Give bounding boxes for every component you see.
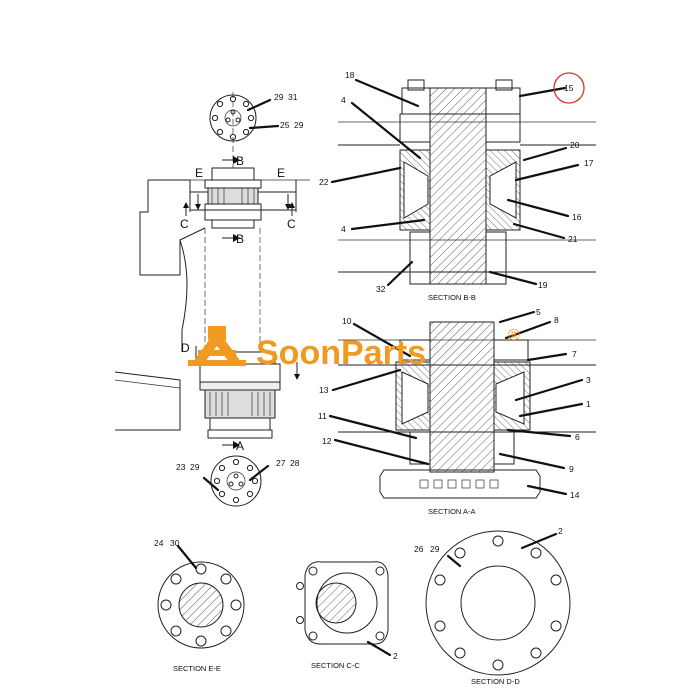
callout-labels: 29 31 25 29 18 4 15 20 17 22 16 4 21 32 … xyxy=(154,70,594,661)
callout-label: 29 xyxy=(430,544,440,554)
callout-label: 1 xyxy=(586,399,591,409)
callout-label: 27 xyxy=(276,458,286,468)
callout-label: 11 xyxy=(318,411,327,421)
cut-plane-letters: B B E E C C D A xyxy=(180,154,296,453)
callout-label: 20 xyxy=(570,140,580,150)
callout-label: 19 xyxy=(538,280,548,290)
callout-label: 8 xyxy=(554,315,559,325)
registered-mark: ® xyxy=(508,327,520,344)
highlight-ring xyxy=(553,72,585,104)
callout-label: 2 xyxy=(393,651,398,661)
callout-label: 3 xyxy=(586,375,591,385)
cut-letter: D xyxy=(181,341,190,355)
section-title: SECTION D-D xyxy=(471,677,520,686)
callout-label: 5 xyxy=(536,307,541,317)
cut-letter: E xyxy=(195,166,203,180)
callout-label: 7 xyxy=(572,349,577,359)
cut-letter: E xyxy=(277,166,285,180)
brand-watermark: SoonParts ® xyxy=(188,326,520,372)
callout-label: 10 xyxy=(342,316,352,326)
callout-label: 4 xyxy=(341,224,346,234)
callout-label: 9 xyxy=(569,464,574,474)
callout-label: 30 xyxy=(170,538,180,548)
callout-label: 18 xyxy=(345,70,355,80)
callout-label: 23 xyxy=(176,462,186,472)
cut-letter: A xyxy=(236,439,244,453)
callout-label: 2 xyxy=(558,526,563,536)
callout-label: 13 xyxy=(319,385,329,395)
section-b-b-drawing xyxy=(338,79,596,285)
callout-label: 28 xyxy=(290,458,300,468)
callout-label: 14 xyxy=(570,490,580,500)
callout-label: 21 xyxy=(568,234,578,244)
section-title: SECTION C-C xyxy=(311,661,360,670)
callout-label: 29 xyxy=(190,462,200,472)
callout-label: 29 xyxy=(274,92,284,102)
cut-letter: B xyxy=(236,232,244,246)
brand-name: SoonParts xyxy=(256,334,426,372)
callout-label: 29 xyxy=(294,120,304,130)
callout-label: 24 xyxy=(154,538,164,548)
callout-label: 22 xyxy=(319,177,329,187)
callout-label: 25 xyxy=(280,120,290,130)
callout-label: 6 xyxy=(575,432,580,442)
section-title: SECTION B-B xyxy=(428,293,476,302)
section-c-c-drawing xyxy=(296,561,389,645)
section-e-e-drawing xyxy=(157,561,245,649)
callout-label: 32 xyxy=(376,284,386,294)
section-a-a-drawing xyxy=(338,321,596,499)
section-titles: SECTION B-B SECTION A-A SECTION E-E SECT… xyxy=(173,293,520,686)
cut-letter: B xyxy=(236,154,244,168)
section-title: SECTION A-A xyxy=(428,507,476,516)
leader-lines xyxy=(176,78,584,657)
callout-label: 26 xyxy=(414,544,424,554)
callout-label: 4 xyxy=(341,95,346,105)
callout-label: 17 xyxy=(584,158,594,168)
callout-label: 12 xyxy=(322,436,332,446)
section-title: SECTION E-E xyxy=(173,664,221,673)
assembly-view xyxy=(114,92,310,507)
cut-letter: C xyxy=(180,217,189,231)
brand-logo-icon xyxy=(188,326,246,366)
callout-label: 16 xyxy=(572,212,582,222)
callout-label: 31 xyxy=(288,92,298,102)
callout-label: 15 xyxy=(564,83,574,93)
cut-letter: C xyxy=(287,217,296,231)
section-d-d-drawing xyxy=(425,530,571,676)
